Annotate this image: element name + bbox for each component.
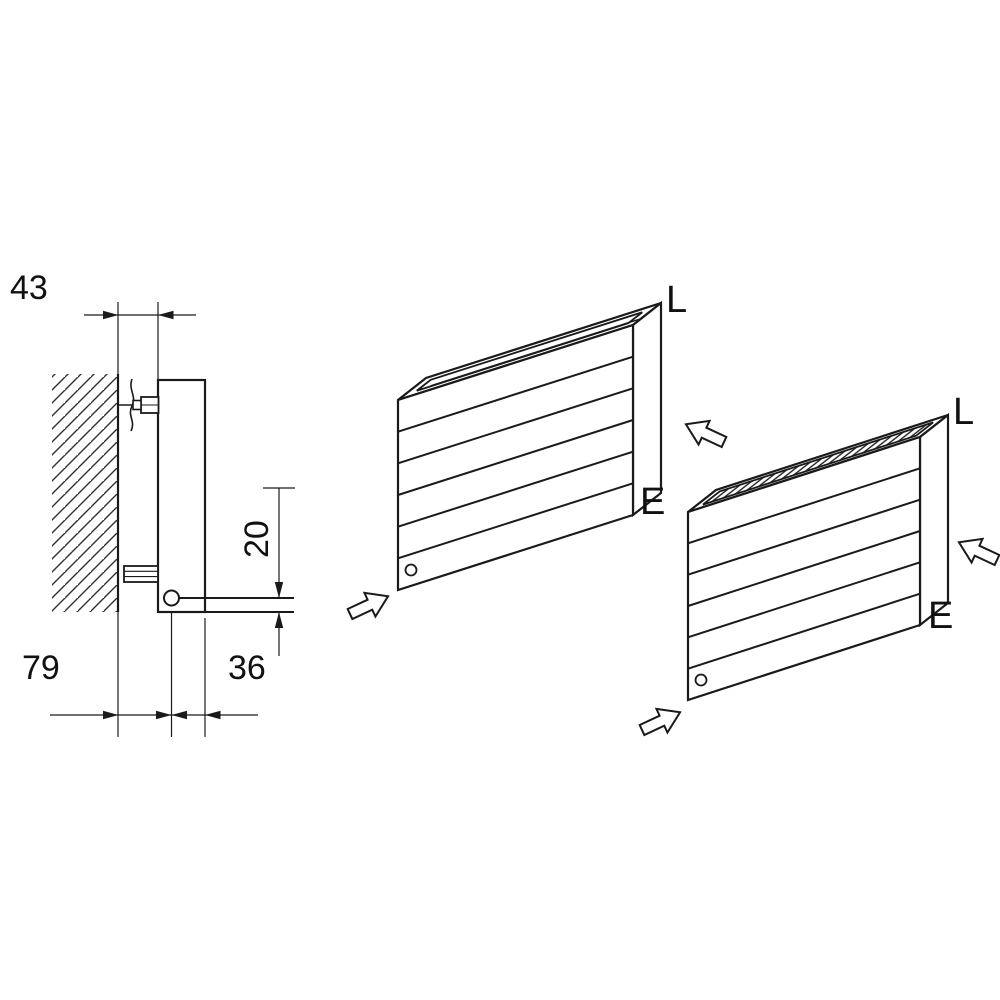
iso-view-grille-top: L E: [638, 391, 1000, 737]
arrowhead: [274, 612, 284, 628]
arrowhead: [103, 710, 119, 720]
bracket-rail-break: [129, 378, 135, 432]
mounting-bracket-bottom: [123, 565, 159, 583]
arrowhead: [158, 310, 174, 320]
side-view: 43: [10, 269, 295, 737]
label-bottom-end: E: [928, 595, 953, 637]
flow-arrow-top-icon: [684, 419, 728, 449]
dimension-43: 43: [10, 269, 196, 320]
valve-plug: [404, 563, 418, 577]
label-top-end: L: [953, 391, 974, 433]
opening-inner-wall: [430, 317, 643, 387]
flow-arrow-top-icon: [957, 537, 1000, 567]
dim-label-43: 43: [10, 269, 48, 307]
wall-hatch: [52, 374, 118, 612]
front-slats: [687, 467, 921, 670]
label-bottom-end: E: [640, 481, 665, 523]
arrowhead: [171, 710, 187, 720]
dim-label-79: 79: [22, 649, 60, 687]
dim-label-36: 36: [228, 649, 266, 687]
top-grille: [702, 421, 934, 506]
front-slats: [397, 355, 634, 560]
arrowhead: [274, 582, 284, 598]
dim-label-20: 20: [238, 520, 276, 558]
valve-connection-circle: [163, 589, 180, 607]
mounting-bracket-top: [118, 378, 160, 432]
arrowhead: [156, 710, 172, 720]
label-top-end: L: [666, 279, 687, 321]
dimension-20: 20: [238, 487, 295, 656]
arrowhead: [103, 310, 119, 320]
flow-arrow-bottom-icon: [346, 591, 390, 621]
bracket-screw: [132, 399, 142, 411]
radiator-side-profile: [156, 378, 207, 614]
flow-arrow-bottom-icon: [638, 707, 682, 737]
arrowhead: [205, 710, 221, 720]
bracket-clip: [123, 565, 159, 583]
top-opening: [416, 311, 643, 392]
end-cap: [918, 412, 950, 628]
wall-section: [52, 302, 120, 737]
dimension-79-36: 79 36: [22, 649, 266, 720]
iso-view-open-top: L E: [346, 279, 728, 621]
valve-plug: [694, 673, 708, 687]
